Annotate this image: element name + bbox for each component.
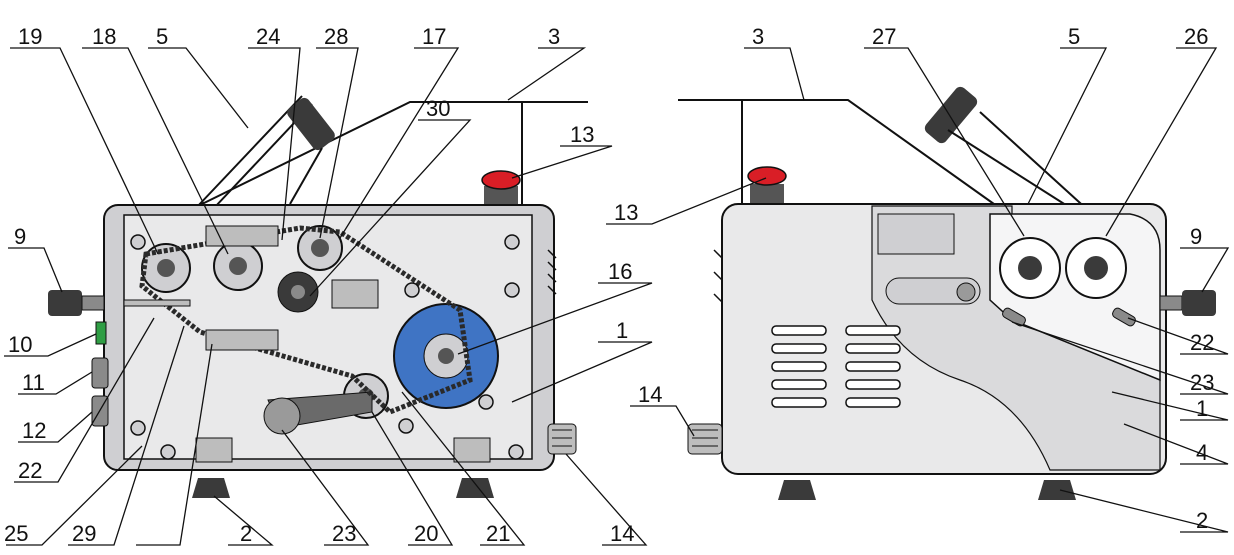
callout-4: 4 <box>1196 440 1208 465</box>
roller-26-hub <box>1084 256 1108 280</box>
callout-20: 20 <box>414 521 438 546</box>
callout-26: 26 <box>1184 24 1208 49</box>
callout-3-right: 3 <box>752 24 764 49</box>
scale-bar <box>123 299 191 307</box>
left-view <box>4 47 653 546</box>
callout-22-left: 22 <box>18 458 42 483</box>
panel-bolts-left <box>130 234 524 460</box>
emergency-stop-left <box>481 170 521 206</box>
callout-23-right: 23 <box>1190 370 1214 395</box>
bracket-upper <box>205 225 279 247</box>
callout-2-right: 2 <box>1196 508 1208 533</box>
callout-30: 30 <box>426 96 450 121</box>
socket-11 <box>91 357 109 389</box>
right-vent-fins <box>713 249 723 303</box>
drive-wheel-16-hub <box>438 348 454 364</box>
callout-1-left: 1 <box>616 318 628 343</box>
callout-13-left: 13 <box>570 122 594 147</box>
roller-27-hub <box>1018 256 1042 280</box>
foot-right-b <box>1038 480 1076 500</box>
callout-12: 12 <box>22 418 46 443</box>
callout-28: 28 <box>324 24 348 49</box>
callout-11: 11 <box>22 370 45 395</box>
knob-left <box>48 290 105 316</box>
bracket-lower <box>205 329 279 351</box>
vent-slots <box>771 325 901 408</box>
left-vent-fins <box>547 249 557 295</box>
knob-right <box>1159 290 1216 316</box>
callout-13-right: 13 <box>614 200 638 225</box>
leader-lines-left <box>4 47 653 546</box>
drive-chain <box>139 225 473 415</box>
lever-23-right <box>1002 307 1026 327</box>
callout-14-right: 14 <box>638 382 662 407</box>
cable-gland-right <box>687 423 723 455</box>
callout-22-right: 22 <box>1190 330 1214 355</box>
foot-left-b <box>456 478 494 498</box>
foot-left-a <box>192 478 230 498</box>
handle-left <box>195 95 335 209</box>
callout-24: 24 <box>256 24 280 49</box>
callout-3-left: 3 <box>548 24 560 49</box>
hub-17 <box>311 239 329 257</box>
callout-1-right: 1 <box>1196 396 1208 421</box>
callout-17: 17 <box>422 24 446 49</box>
callout-9-left: 9 <box>14 224 26 249</box>
callout-23-left: 23 <box>332 521 356 546</box>
callout-25: 25 <box>4 521 28 546</box>
top-cover-right <box>678 99 1009 215</box>
bracket-30 <box>331 279 379 309</box>
emergency-stop-right <box>747 166 787 204</box>
leader-lines-right <box>606 47 1230 533</box>
roller-30-hub <box>291 285 305 299</box>
foot-right-a <box>778 480 816 500</box>
handle-right <box>924 86 1091 215</box>
bottom-bracket-a <box>195 437 233 463</box>
bottom-bracket-b <box>453 437 491 463</box>
callout-labels: 19 18 5 24 28 17 3 30 13 9 16 10 1 11 12… <box>4 24 1214 546</box>
lever-22-right <box>1112 307 1136 327</box>
callout-16: 16 <box>608 259 632 284</box>
cable-gland-left <box>547 423 577 455</box>
plate-upper <box>877 213 955 255</box>
callout-5-left: 5 <box>156 24 168 49</box>
callout-2-left: 2 <box>240 521 252 546</box>
callout-19: 19 <box>18 24 42 49</box>
callout-27: 27 <box>872 24 896 49</box>
switch-10 <box>95 321 107 345</box>
top-cover-left <box>199 101 588 206</box>
callout-9-right: 9 <box>1190 224 1202 249</box>
hub-19 <box>157 259 175 277</box>
callout-10: 10 <box>8 332 32 357</box>
callout-5-right: 5 <box>1068 24 1080 49</box>
right-view <box>606 47 1230 533</box>
slot-plate-knob <box>956 282 976 302</box>
callout-14-left: 14 <box>610 521 634 546</box>
hub-18 <box>229 257 247 275</box>
callout-18: 18 <box>92 24 116 49</box>
callout-21: 21 <box>486 521 510 546</box>
callout-29: 29 <box>72 521 96 546</box>
tension-arm-pivot <box>263 397 301 435</box>
slot-plate <box>885 277 981 305</box>
